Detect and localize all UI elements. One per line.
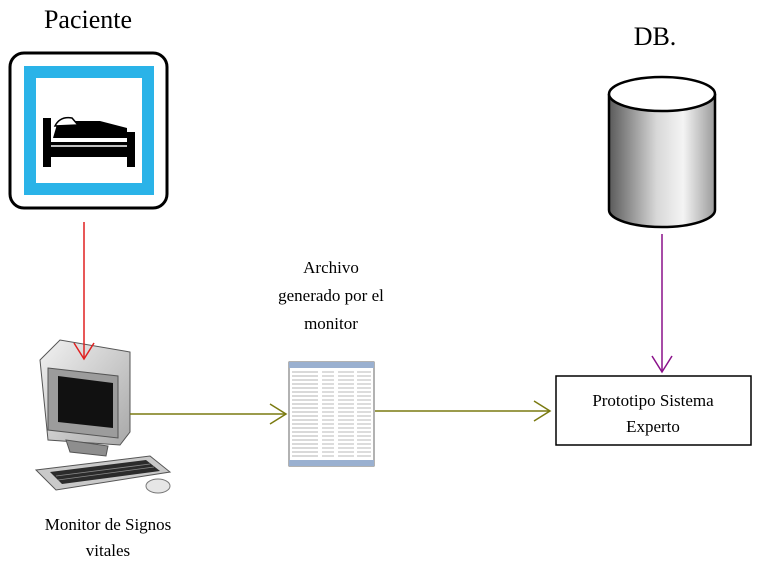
- patient-label: Paciente: [44, 5, 132, 34]
- file-label-line3: monitor: [304, 314, 358, 333]
- spreadsheet-file-icon: [288, 361, 375, 467]
- expert-system-label-line1: Prototipo Sistema: [592, 391, 714, 410]
- bed-icon: [8, 51, 169, 210]
- edge-database-to-expert-system: [651, 234, 673, 374]
- edge-patient-to-monitor: [73, 222, 95, 361]
- cylinder-icon: [607, 75, 717, 229]
- database-label: DB.: [634, 22, 677, 51]
- monitor-label-line1: Monitor de Signos: [45, 515, 172, 534]
- monitor-label-line2: vitales: [86, 541, 130, 560]
- expert-system-label-line2: Experto: [626, 417, 680, 436]
- expert-system-box: Prototipo Sistema Experto: [555, 375, 752, 446]
- computer-monitor-icon: [34, 339, 172, 494]
- file-label-line1: Archivo: [303, 258, 359, 277]
- edge-file-to-expert-system: [375, 400, 552, 422]
- file-label-line2: generado por el: [278, 286, 384, 305]
- edge-monitor-to-file: [130, 403, 288, 425]
